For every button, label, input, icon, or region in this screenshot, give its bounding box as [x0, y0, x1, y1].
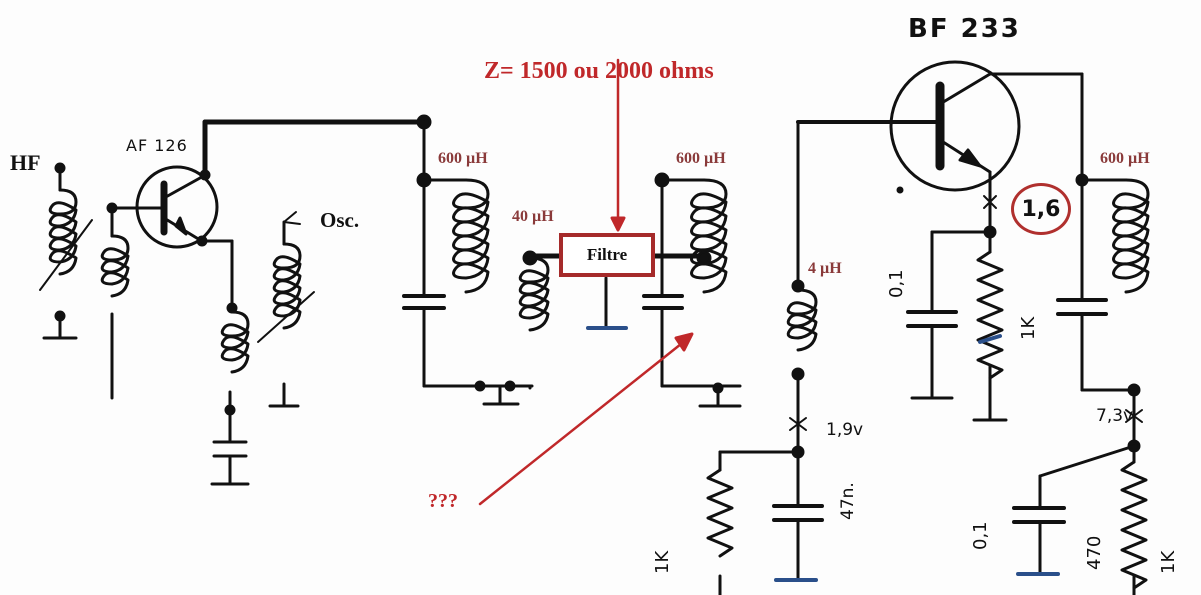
- l600-left-label: 600 µH: [438, 150, 488, 167]
- link-coil-40uh: [518, 250, 563, 390]
- af126-label: AF 126: [126, 136, 188, 155]
- base-bias-network: [706, 120, 824, 595]
- hf-input-coil: [39, 162, 93, 340]
- l4-label: 4 µH: [808, 260, 842, 277]
- impedance-title: Z= 1500 ou 2000 ohms: [484, 58, 714, 84]
- r1k-top-label: 1K: [1018, 316, 1039, 340]
- bf233-label: BF 233: [908, 14, 1021, 44]
- hf-label: HF: [10, 150, 41, 175]
- filtre-box: Filtre: [559, 233, 655, 277]
- osc-label: Osc.: [320, 208, 360, 232]
- base-coil: [100, 202, 142, 400]
- if-tank-middle: [642, 172, 742, 408]
- r470-label: 470: [1084, 535, 1105, 570]
- osc-coil: [257, 211, 315, 408]
- filter-wiring: [586, 58, 712, 330]
- question-label: ???: [428, 490, 458, 512]
- l600-mid-label: 600 µH: [676, 150, 726, 167]
- emitter-coil: [210, 302, 250, 486]
- l600-right-label: 600 µH: [1100, 150, 1150, 167]
- af126-transistor-icon: [135, 114, 432, 310]
- question-arrow-icon: [478, 332, 694, 506]
- collector-tank: [1012, 72, 1150, 595]
- c01-top-label: 0,1: [886, 269, 907, 298]
- c01-bottom-label: 0,1: [970, 521, 991, 550]
- v16-circled-value: 1,6: [1011, 183, 1071, 235]
- emitter-network: [906, 195, 1008, 422]
- r1k-left-label: 1K: [652, 550, 673, 574]
- v73-label: 7,3v: [1096, 406, 1134, 426]
- c47n-label: 47n.: [838, 482, 858, 520]
- bf233-transistor-icon: [796, 60, 1084, 234]
- if-tank-left: [402, 120, 534, 406]
- v19-label: 1,9v: [826, 420, 864, 440]
- r1k-right-label: 1K: [1158, 550, 1179, 574]
- l40-label: 40 µH: [512, 208, 554, 225]
